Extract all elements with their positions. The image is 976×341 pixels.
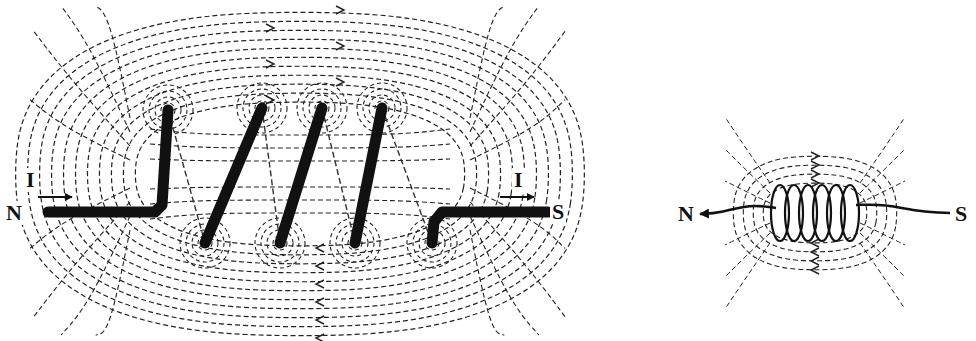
field-arrow — [811, 152, 819, 160]
field-line — [470, 100, 565, 160]
field-line — [743, 165, 886, 261]
field-line — [763, 183, 867, 243]
coil-back-turn — [382, 108, 432, 243]
field-line — [860, 233, 905, 277]
field-line — [52, 39, 549, 308]
field-line — [64, 48, 537, 299]
field-arrow — [811, 170, 819, 178]
field-line — [76, 57, 525, 290]
field-line — [34, 31, 130, 146]
current-arrow — [38, 196, 72, 198]
field-line — [30, 100, 130, 160]
field-arrow — [316, 244, 324, 252]
field-arrow — [266, 24, 274, 32]
current-label: I — [512, 168, 525, 192]
coil-turn — [841, 185, 859, 241]
coil-wire — [280, 108, 322, 243]
field-line — [725, 233, 770, 277]
field-line — [87, 66, 512, 282]
field-arrow — [811, 161, 819, 169]
coil-wire — [355, 108, 382, 243]
field-line — [733, 156, 896, 270]
field-arrow — [336, 6, 344, 14]
coil-back-turn — [262, 108, 280, 243]
field-arrow — [811, 179, 819, 187]
field-line — [28, 21, 573, 326]
field-line — [30, 188, 130, 248]
coil-wire — [432, 212, 548, 243]
field-line — [61, 6, 130, 132]
coil-turn — [827, 185, 845, 241]
field-line — [860, 181, 905, 203]
pole-label: N — [676, 202, 696, 226]
field-line — [123, 93, 476, 255]
field-line — [150, 144, 450, 148]
field-line — [150, 129, 450, 135]
field-line — [34, 202, 130, 317]
field-line — [150, 213, 450, 219]
field-line — [725, 243, 770, 309]
coil-turn — [813, 185, 831, 241]
coil-wire — [856, 205, 950, 213]
field-arrow — [316, 334, 324, 341]
coil-back-turn — [168, 110, 205, 243]
field-line — [470, 6, 504, 118]
coil-wire — [205, 108, 262, 243]
coil-turn — [771, 185, 789, 241]
field-line — [470, 216, 539, 335]
field-arrow — [811, 266, 819, 274]
field-line — [470, 31, 565, 146]
field-line — [860, 117, 905, 183]
field-line — [725, 223, 770, 245]
field-line — [725, 117, 770, 183]
field-arrow — [336, 42, 344, 50]
coil-turn — [785, 185, 803, 241]
field-line — [753, 174, 876, 252]
field-line — [470, 6, 539, 132]
field-line — [96, 230, 130, 335]
field-line — [725, 181, 770, 203]
field-line — [40, 30, 561, 317]
pole-label: S — [953, 202, 969, 226]
field-arrow — [316, 298, 324, 306]
coil-wire — [700, 206, 776, 214]
field-arrow — [336, 78, 344, 86]
field-line — [470, 230, 504, 335]
current-arrow — [500, 196, 534, 198]
pole-label: N — [4, 201, 24, 225]
field-arrow — [316, 262, 324, 270]
field-arrow — [266, 60, 274, 68]
field-line — [61, 216, 130, 335]
coil-turn — [799, 185, 817, 241]
field-line — [96, 6, 130, 118]
field-arrow — [811, 257, 819, 265]
field-line — [860, 243, 905, 309]
field-line — [150, 200, 450, 204]
field-line — [860, 223, 905, 245]
field-line — [860, 149, 905, 193]
field-line — [16, 12, 585, 335]
field-arrow — [316, 280, 324, 288]
field-arrow — [811, 239, 819, 247]
pole-label: S — [550, 200, 566, 224]
current-label: I — [24, 168, 37, 192]
coil-back-turn — [322, 108, 355, 243]
field-line — [725, 149, 770, 193]
field-arrow — [316, 316, 324, 324]
field-arrow — [811, 248, 819, 256]
